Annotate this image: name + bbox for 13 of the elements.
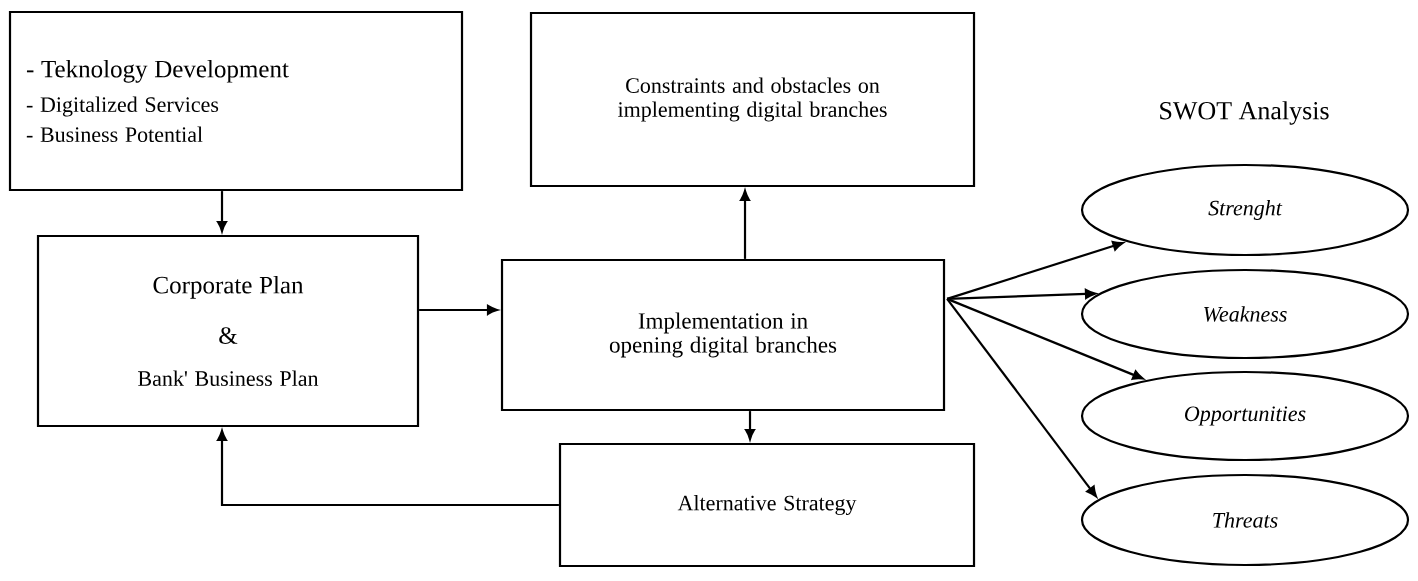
arrow: [946, 298, 1097, 498]
process-box: Constraints and obstacles on implementing digital branches: [529, 11, 976, 188]
process-box: Corporate Plan & Bank' Business Plan: [36, 234, 420, 428]
arrow: [216, 430, 559, 507]
arrow: [739, 190, 751, 259]
arrow: [946, 297, 1144, 380]
arrow: [419, 304, 498, 316]
heading: SWOT Analysis: [1160, 101, 1329, 125]
process-box: Implementation in opening digital branches: [500, 258, 946, 412]
arrow: [216, 191, 228, 232]
list-box: - Teknology Development - Digitalized Services - Business Potential: [8, 10, 464, 192]
arrow: [744, 411, 756, 440]
process-box: Alternative Strategy: [558, 442, 976, 568]
